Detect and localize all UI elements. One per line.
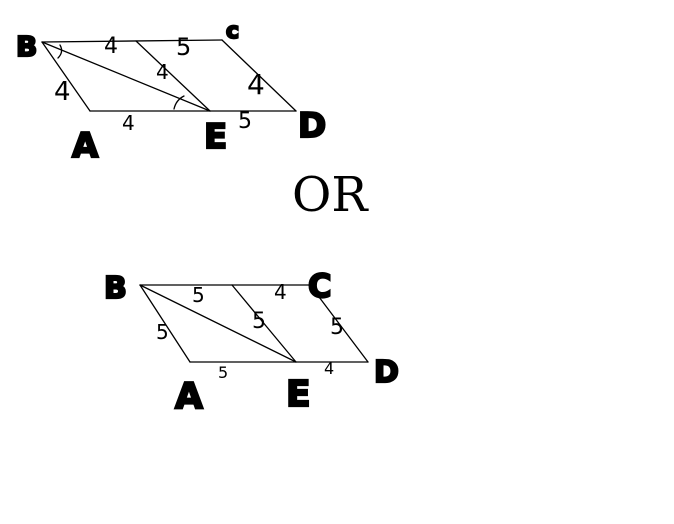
vertex-label-d: D: [374, 355, 399, 390]
length-label-bc-right: 4: [274, 280, 287, 304]
or-separator: OR: [292, 167, 369, 223]
length-label-cd: 5: [330, 315, 344, 340]
edge-b-a: [41, 41, 91, 112]
vertex-label-a: A: [72, 126, 99, 166]
figure-2-edges: [139, 284, 369, 363]
vertex-label-a: A: [175, 376, 203, 417]
edge-c-d: [309, 284, 369, 363]
length-label-cd: 4: [247, 68, 265, 101]
length-label-ae: 5: [218, 363, 228, 382]
figure-1: B c A E D 4 5 4 4 5 4 4: [15, 18, 327, 167]
length-label-ce: 4: [156, 60, 169, 84]
edge-b-a: [139, 284, 191, 363]
edge-c-e: [135, 40, 211, 112]
edge-b-e: [139, 284, 297, 363]
edge-c-e: [231, 284, 297, 363]
vertex-label-e: E: [204, 117, 227, 157]
vertex-label-b: B: [104, 271, 127, 306]
edge-c-d: [221, 39, 297, 112]
length-label-ce: 5: [252, 309, 266, 334]
vertex-label-d: D: [298, 106, 326, 146]
length-label-ae: 4: [122, 111, 135, 135]
length-label-ed: 5: [238, 109, 252, 134]
length-label-bc-left: 5: [192, 283, 205, 307]
vertex-label-c: c: [226, 19, 239, 44]
vertex-label-c: C: [308, 267, 331, 305]
length-label-ba: 4: [54, 77, 71, 107]
length-label-ba: 5: [156, 320, 169, 344]
figure-2: B C A E D 5 4 5 5 4 5 5: [103, 266, 400, 418]
vertex-label-e: E: [286, 374, 311, 415]
edge-b-c: [41, 39, 223, 43]
length-label-ed: 4: [324, 359, 334, 378]
length-label-bc-right: 5: [176, 33, 191, 61]
vertex-label-b: B: [16, 30, 37, 63]
angle-mark-b: [57, 44, 63, 59]
angle-mark-e: [173, 95, 185, 110]
edge-b-e: [41, 41, 211, 112]
length-label-bc-left: 4: [104, 34, 118, 59]
figure-1-edges: [41, 39, 297, 112]
